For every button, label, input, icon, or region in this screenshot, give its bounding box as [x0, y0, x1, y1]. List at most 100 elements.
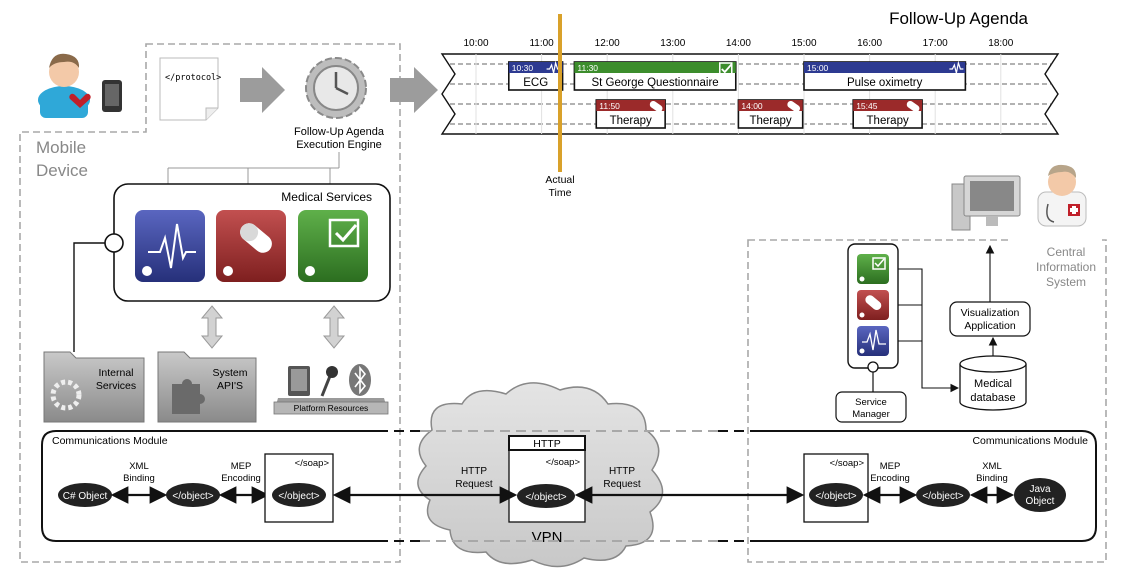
- vpn-label: VPN: [532, 529, 563, 546]
- database-label-2: database: [970, 392, 1015, 404]
- http-request-label: HTTP: [461, 466, 487, 477]
- gear-icon: [50, 379, 82, 411]
- event-start-time: 10:30: [512, 63, 534, 73]
- agenda-title: Follow-Up Agenda: [889, 9, 1028, 28]
- event-label: Pulse oximetry: [847, 77, 923, 89]
- vpn-object-label: </object>: [525, 492, 566, 503]
- microphone-icon: [320, 375, 332, 397]
- soap-label: </soap>: [295, 458, 330, 469]
- time-tick-label: 14:00: [726, 38, 751, 49]
- gear-icon: [142, 266, 152, 276]
- gear-icon: [305, 266, 315, 276]
- patient-icon: [38, 53, 91, 118]
- visualization-label-2: Application: [964, 320, 1016, 332]
- ecg-icon: [949, 60, 964, 74]
- service-manager-label-2: Manager: [852, 409, 890, 420]
- mobile-device-label-2: Device: [36, 161, 88, 180]
- vpn-soap-label: </soap>: [546, 457, 581, 468]
- cis-label-2: Information: [1036, 260, 1096, 274]
- event-start-time: 15:00: [807, 63, 829, 73]
- object-node-right: </object>: [922, 491, 963, 502]
- event-start-time: 14:00: [741, 101, 763, 111]
- flow-arrow-to-agenda: [390, 67, 438, 113]
- left-chain: C# Object XML Binding </object> MEP Enco…: [58, 453, 518, 523]
- smartphone-icon: [102, 80, 122, 112]
- pill-icon: [906, 100, 920, 113]
- event-label: St George Questionnaire: [591, 77, 718, 89]
- event-label: ECG: [523, 77, 548, 89]
- comm-module-right-title: Communications Module: [972, 435, 1088, 447]
- puzzle-icon: [172, 379, 205, 414]
- pill-icon: [649, 100, 663, 113]
- xml-binding-label: XML: [129, 461, 149, 472]
- bidirectional-arrows: [200, 305, 346, 349]
- csharp-object: C# Object: [63, 491, 108, 502]
- mep-encoding-label: MEP: [231, 461, 252, 472]
- system-apis-label: System: [212, 367, 247, 379]
- mep-encoding-label-right-2: Encoding: [870, 473, 910, 484]
- time-tick-label: 18:00: [988, 38, 1013, 49]
- db-connectors: [898, 268, 960, 393]
- comm-module-right: Communications Module: [718, 430, 1097, 542]
- internal-services-label-2: Services: [96, 380, 136, 392]
- time-tick-label: 10:00: [463, 38, 488, 49]
- time-tick-label: 12:00: [595, 38, 620, 49]
- http-request-label-right: HTTP: [609, 466, 635, 477]
- comm-module-left: Communications Module: [41, 430, 420, 542]
- mobile-device-region: Mobile Device: [19, 43, 401, 563]
- actual-time-label-2: Time: [549, 187, 572, 199]
- cis-region: Central Information System: [747, 234, 1107, 563]
- xml-binding-label-right-2: Binding: [976, 473, 1008, 484]
- service-manager-label: Service: [855, 397, 887, 408]
- protocol-document: </protocol>: [159, 57, 221, 121]
- service-manager-stack: [847, 243, 899, 392]
- system-apis-label-2: API'S: [217, 380, 243, 392]
- cis-label: Central: [1047, 245, 1086, 259]
- engine-label-2: Execution Engine: [296, 139, 382, 151]
- medical-services-title: Medical Services: [281, 190, 372, 204]
- comm-module-left-title: Communications Module: [52, 435, 168, 447]
- pill-service-tile: [216, 210, 286, 282]
- desktop-computer-icon: [951, 175, 1021, 231]
- object-node: </object>: [172, 491, 213, 502]
- event-start-time: 11:50: [599, 101, 620, 111]
- xml-binding-label-2: Binding: [123, 473, 155, 484]
- socket-connector: [73, 242, 105, 352]
- visualization-application-box: Visualization Application: [949, 301, 1031, 337]
- system-apis-folder: System API'S: [157, 351, 257, 423]
- http-request-label-right-2: Request: [603, 479, 640, 490]
- clock-gear-icon: [305, 57, 367, 119]
- internal-services-folder: Internal Services: [43, 351, 145, 423]
- soap-object-right: </object>: [815, 491, 856, 502]
- soap-object: </object>: [278, 491, 319, 502]
- event-label: Therapy: [867, 115, 909, 127]
- event-label: Therapy: [749, 115, 791, 127]
- soap-label-right: </soap>: [830, 458, 865, 469]
- right-chain: HTTP Request </soap> </object> MEP Encod…: [574, 453, 1066, 523]
- flow-arrow: [240, 67, 285, 113]
- time-tick-label: 16:00: [857, 38, 882, 49]
- gear-icon: [223, 266, 233, 276]
- pill-icon: [787, 100, 801, 113]
- http-request-label-2: Request: [455, 479, 492, 490]
- mep-encoding-label-2: Encoding: [221, 473, 261, 484]
- time-tick-label: 11:00: [529, 38, 554, 49]
- ecg-service-tile: [135, 210, 205, 282]
- time-tick-label: 15:00: [791, 38, 816, 49]
- java-object-2: Object: [1026, 496, 1055, 507]
- platform-resources-label: Platform Resources: [294, 403, 369, 413]
- cis-label-3: System: [1046, 275, 1086, 289]
- time-tick-label: 17:00: [923, 38, 948, 49]
- service-manager-box: Service Manager: [835, 391, 907, 423]
- checkbox-service-tile: [298, 210, 368, 282]
- event-start-time: 15:45: [856, 101, 878, 111]
- java-object: Java: [1029, 484, 1051, 495]
